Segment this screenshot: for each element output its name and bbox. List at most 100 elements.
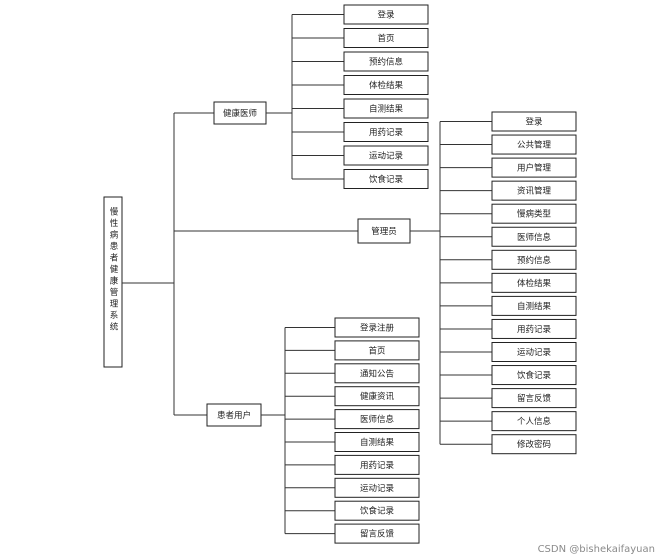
item-patient-7-box — [334, 477, 420, 498]
item-patient-2: 通知公告 — [334, 363, 420, 384]
item-admin-14: 修改密码 — [491, 434, 577, 455]
item-doctor-2: 预约信息 — [343, 51, 429, 72]
item-doctor-7-label: 饮食记录 — [369, 174, 404, 185]
item-admin-6-box — [491, 249, 577, 270]
item-doctor-7-box — [343, 169, 429, 189]
item-admin-1: 公共管理 — [491, 134, 577, 155]
item-patient-5-box — [334, 432, 420, 452]
item-admin-0-label: 登录 — [525, 117, 543, 128]
item-admin-4: 慢病类型 — [491, 203, 577, 224]
item-patient-6-box — [334, 454, 420, 475]
item-admin-7: 体检结果 — [491, 272, 577, 293]
item-admin-9: 用药记录 — [491, 318, 577, 339]
root-node-label: 慢性病患者健康管理系统 — [108, 206, 118, 333]
item-doctor-4-label: 自测结果 — [369, 104, 404, 115]
item-admin-5-box — [491, 226, 577, 247]
branch-node-doctor: 健康医师 — [213, 101, 267, 125]
item-admin-3: 资讯管理 — [491, 180, 577, 201]
root-node-box — [103, 196, 123, 368]
item-doctor-7: 饮食记录 — [343, 169, 429, 189]
item-patient-6: 用药记录 — [334, 454, 420, 475]
item-admin-10: 运动记录 — [491, 342, 577, 362]
item-admin-2: 用户管理 — [491, 157, 577, 178]
item-doctor-4: 自测结果 — [343, 98, 429, 119]
branch-node-patient-label: 患者用户 — [217, 410, 251, 421]
item-patient-6-label: 用药记录 — [360, 460, 395, 471]
item-patient-7: 运动记录 — [334, 477, 420, 498]
item-doctor-5-box — [343, 122, 429, 142]
item-admin-1-label: 公共管理 — [517, 140, 552, 151]
item-admin-9-label: 用药记录 — [517, 324, 552, 335]
item-admin-2-box — [491, 157, 577, 178]
item-patient-2-label: 通知公告 — [360, 368, 394, 379]
item-admin-13-box — [491, 411, 577, 432]
item-admin-14-label: 修改密码 — [517, 439, 551, 450]
item-admin-5-label: 医师信息 — [517, 232, 552, 243]
item-admin-13: 个人信息 — [491, 411, 577, 432]
item-admin-6: 预约信息 — [491, 249, 577, 270]
item-admin-11: 饮食记录 — [491, 365, 577, 386]
root-node: 慢性病患者健康管理系统 — [103, 196, 123, 368]
item-doctor-3-box — [343, 75, 429, 95]
item-admin-0-box — [491, 111, 577, 132]
item-doctor-0: 登录 — [343, 4, 429, 25]
item-admin-9-box — [491, 318, 577, 339]
item-doctor-6: 运动记录 — [343, 145, 429, 166]
item-admin-12: 留言反馈 — [491, 388, 577, 409]
item-admin-3-label: 资讯管理 — [517, 186, 552, 197]
item-doctor-6-label: 运动记录 — [369, 151, 404, 162]
item-doctor-3: 体检结果 — [343, 75, 429, 95]
item-admin-8: 自测结果 — [491, 295, 577, 316]
item-patient-7-label: 运动记录 — [360, 483, 395, 494]
item-doctor-3-label: 体检结果 — [369, 80, 404, 91]
item-admin-1-box — [491, 134, 577, 155]
item-admin-8-box — [491, 295, 577, 316]
item-admin-14-box — [491, 434, 577, 455]
item-patient-4: 医师信息 — [334, 409, 420, 430]
item-patient-4-label: 医师信息 — [360, 414, 395, 425]
branch-node-doctor-label: 健康医师 — [223, 108, 258, 119]
branch-node-admin-label: 管理员 — [371, 226, 397, 237]
item-admin-0: 登录 — [491, 111, 577, 132]
item-doctor-0-box — [343, 4, 429, 25]
item-patient-4-box — [334, 409, 420, 430]
item-patient-8: 饮食记录 — [334, 500, 420, 521]
branch-node-admin: 管理员 — [357, 218, 411, 244]
item-doctor-5-label: 用药记录 — [369, 127, 404, 138]
item-doctor-0-label: 登录 — [377, 10, 395, 21]
item-admin-2-label: 用户管理 — [517, 163, 552, 174]
item-admin-8-label: 自测结果 — [517, 301, 552, 312]
item-patient-3-label: 健康资讯 — [360, 391, 395, 402]
item-patient-0: 登录注册 — [334, 317, 420, 338]
item-patient-5-label: 自测结果 — [360, 437, 395, 448]
item-patient-3-box — [334, 386, 420, 407]
item-admin-12-label: 留言反馈 — [517, 393, 552, 404]
item-patient-0-label: 登录注册 — [360, 323, 395, 334]
item-doctor-4-box — [343, 98, 429, 119]
item-doctor-1: 首页 — [343, 28, 429, 48]
item-doctor-2-label: 预约信息 — [369, 57, 404, 68]
item-admin-11-box — [491, 365, 577, 386]
branch-node-admin-box — [357, 218, 411, 244]
item-patient-1-box — [334, 340, 420, 361]
item-doctor-2-box — [343, 51, 429, 72]
item-patient-1: 首页 — [334, 340, 420, 361]
item-admin-4-label: 慢病类型 — [517, 209, 552, 220]
item-patient-0-box — [334, 317, 420, 338]
item-admin-3-box — [491, 180, 577, 201]
item-patient-8-box — [334, 500, 420, 521]
watermark: CSDN @bishekaifayuan — [537, 544, 655, 555]
item-patient-2-box — [334, 363, 420, 384]
item-admin-11-label: 饮食记录 — [517, 370, 552, 381]
item-patient-9-box — [334, 523, 420, 544]
item-patient-9-label: 留言反馈 — [360, 529, 395, 540]
item-doctor-1-label: 首页 — [377, 33, 394, 44]
item-admin-7-box — [491, 272, 577, 293]
item-patient-3: 健康资讯 — [334, 386, 420, 407]
item-patient-1-label: 首页 — [368, 345, 385, 356]
item-doctor-5: 用药记录 — [343, 122, 429, 142]
item-patient-5: 自测结果 — [334, 432, 420, 452]
item-admin-12-box — [491, 388, 577, 409]
item-admin-10-label: 运动记录 — [517, 347, 552, 358]
